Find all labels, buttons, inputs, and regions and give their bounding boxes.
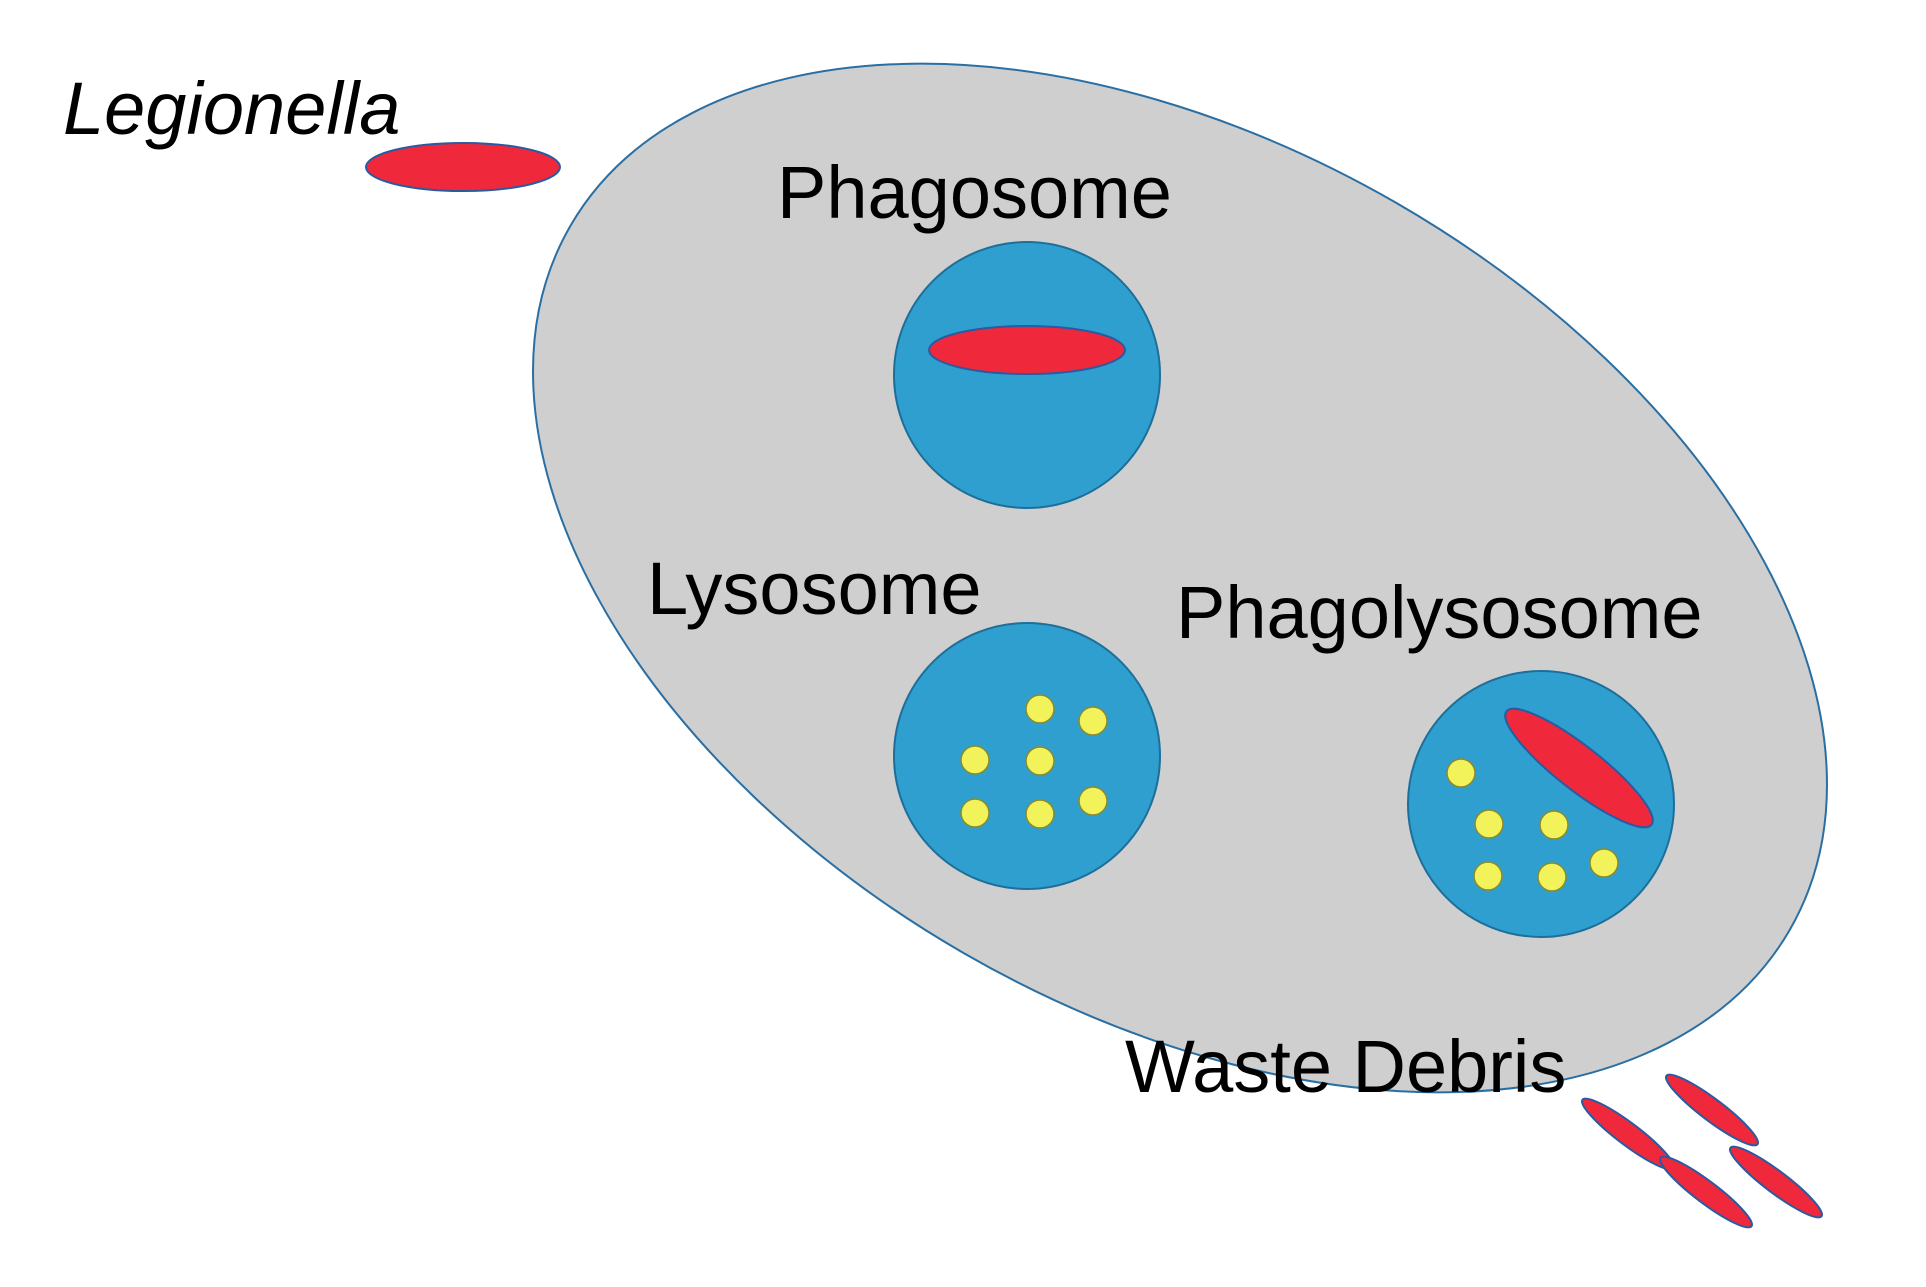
enzyme-granule bbox=[1473, 861, 1503, 891]
waste-fragment bbox=[1664, 1073, 1760, 1147]
lysosome-label: Lysosome bbox=[647, 547, 982, 630]
waste-fragments bbox=[1580, 1073, 1824, 1229]
lysosome-enzymes bbox=[960, 694, 1108, 829]
enzyme-granule bbox=[1474, 809, 1504, 839]
enzyme-granule bbox=[1537, 862, 1567, 892]
waste-debris-label: Waste Debris bbox=[1125, 1025, 1566, 1108]
enzyme-granule bbox=[1446, 758, 1476, 788]
phagosome-label: Phagosome bbox=[777, 151, 1172, 234]
waste-fragment bbox=[1728, 1145, 1824, 1219]
enzyme-granule bbox=[1025, 694, 1055, 724]
enzyme-granule bbox=[1589, 848, 1619, 878]
phagosome-bacterium bbox=[928, 325, 1126, 375]
waste-fragment bbox=[1658, 1155, 1754, 1229]
phagolysosome-enzymes bbox=[1446, 758, 1619, 892]
phagolysosome-label: Phagolysosome bbox=[1176, 571, 1703, 654]
enzyme-granule bbox=[1078, 786, 1108, 816]
enzyme-granule bbox=[1078, 706, 1108, 736]
enzyme-granule bbox=[1025, 746, 1055, 776]
legionella-label: Legionella bbox=[63, 67, 400, 150]
enzyme-granule bbox=[1025, 799, 1055, 829]
enzyme-granule bbox=[960, 798, 990, 828]
enzyme-granule bbox=[1539, 810, 1569, 840]
enzyme-granule bbox=[960, 745, 990, 775]
phagolysosome-bacterium bbox=[1504, 707, 1654, 829]
legionella-bacterium bbox=[365, 142, 561, 192]
